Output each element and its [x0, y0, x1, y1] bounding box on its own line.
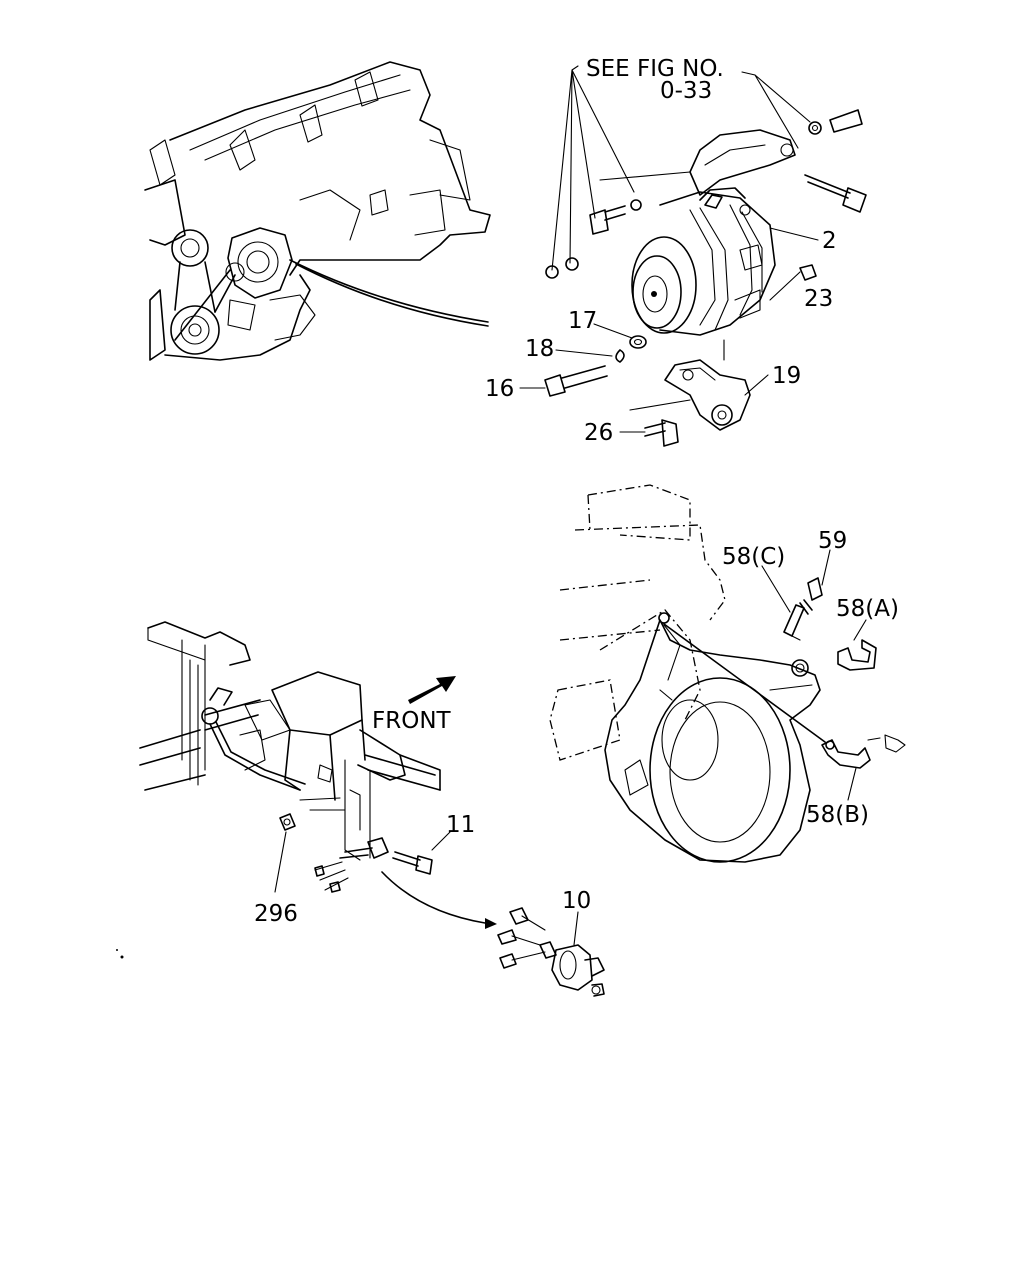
callout-11: 11 — [446, 812, 475, 838]
alternator-assembly: SEE FIG NO. 0-33 — [485, 56, 867, 447]
frame-and-switch-illustration: FRONT 296 — [139, 621, 497, 929]
callout-58b: 58(B) — [806, 802, 869, 828]
callout-58c: 58(C) — [722, 544, 785, 570]
callout-19: 19 — [772, 363, 801, 389]
callout-296: 296 — [254, 901, 298, 927]
figure-reference-line1: SEE FIG NO. — [586, 56, 724, 82]
flywheel-housing-illustration: 59 58(C) 58(A) 58(B) — [549, 484, 906, 863]
front-arrow-icon — [408, 676, 456, 704]
callout-58a: 58(A) — [836, 596, 899, 622]
callout-59: 59 — [818, 528, 847, 554]
callout-26: 26 — [584, 420, 613, 446]
figure-reference-line2: 0-33 — [660, 78, 712, 104]
callout-2: 2 — [822, 228, 837, 254]
switch-detail-10: 10 — [497, 888, 605, 997]
callout-16: 16 — [485, 376, 514, 402]
callout-18: 18 — [525, 336, 554, 362]
callout-17: 17 — [568, 308, 597, 334]
callout-10: 10 — [562, 888, 591, 914]
callout-23: 23 — [804, 286, 833, 312]
stray-mark — [120, 955, 124, 959]
front-direction-label: FRONT — [372, 708, 452, 734]
engine-overview-illustration — [144, 61, 491, 361]
stray-mark — [116, 949, 118, 951]
